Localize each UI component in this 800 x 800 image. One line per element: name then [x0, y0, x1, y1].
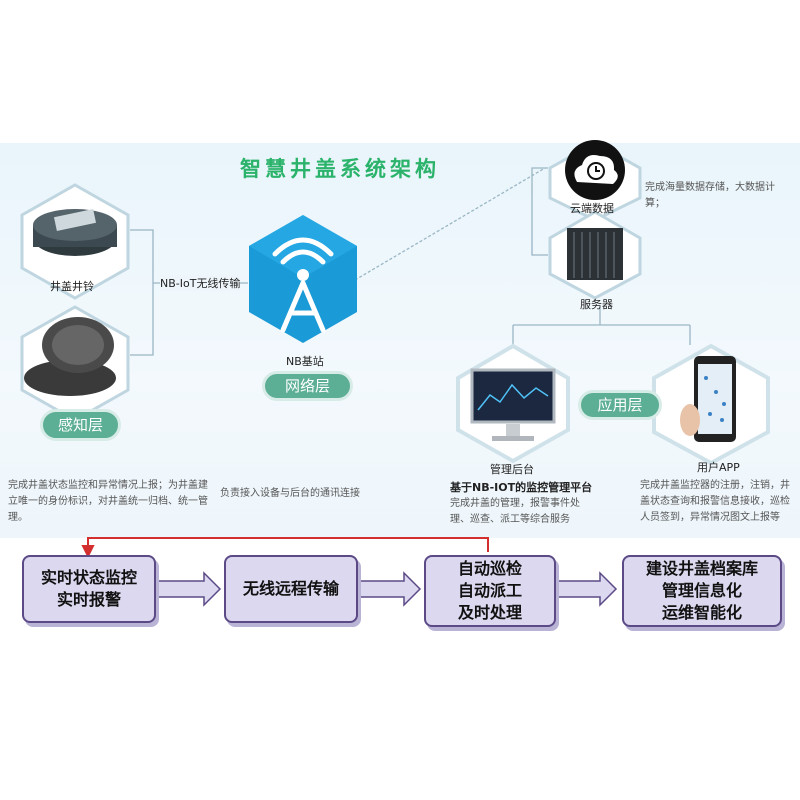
diagram-title: 智慧井盖系统架构	[240, 157, 440, 181]
nb-station-label: NB基站	[286, 355, 324, 368]
network-description: 负责接入设备与后台的通讯连接	[220, 488, 360, 499]
server-label: 服务器	[580, 298, 613, 311]
cloud-data-icon	[548, 140, 642, 222]
user-app-phone-icon	[652, 343, 770, 466]
link-label: NB-IoT无线传输	[160, 275, 241, 291]
layer-sense-pill: 感知层	[40, 409, 121, 441]
app-description: 完成井盖监控器的注册，注销，井盖状态查询和报警信息接收，巡检人员签到，异常情况图…	[640, 480, 790, 523]
sensor-device-image	[20, 183, 130, 300]
sensor-label: 井盖井铃	[50, 280, 94, 293]
cloud-description: 完成海量数据存储，大数据计算；	[645, 182, 775, 209]
flow-step-transmit: 无线远程传输	[224, 555, 358, 623]
flow-step-patrol: 自动巡检 自动派工 及时处理	[424, 555, 556, 627]
layer-network-pill: 网络层	[262, 371, 353, 401]
flow-step-archive: 建设井盖档案库 管理信息化 运维智能化	[622, 555, 782, 627]
manhole-cover-image	[20, 305, 130, 422]
nb-station-icon	[249, 215, 357, 343]
mgmt-label: 管理后台	[490, 463, 534, 476]
cloud-label: 云端数据	[570, 202, 614, 215]
platform-description: 完成井盖的管理，报警事件处理、巡查、派工等综合服务	[450, 498, 580, 525]
platform-label: 基于NB-IOT的监控管理平台	[450, 481, 593, 494]
sense-description: 完成井盖状态监控和异常情况上报；为井盖建立唯一的身份标识，对井盖统一归档、统一管…	[8, 480, 208, 523]
user-app-label: 用户APP	[697, 461, 740, 474]
server-icon	[548, 210, 642, 300]
layer-app-pill: 应用层	[578, 390, 662, 420]
flow-step-monitor: 实时状态监控 实时报警	[22, 555, 156, 623]
management-monitor-icon	[456, 343, 570, 464]
architecture-panel	[0, 143, 800, 538]
flow-arrows	[157, 571, 618, 607]
feedback-arrow	[81, 537, 489, 559]
